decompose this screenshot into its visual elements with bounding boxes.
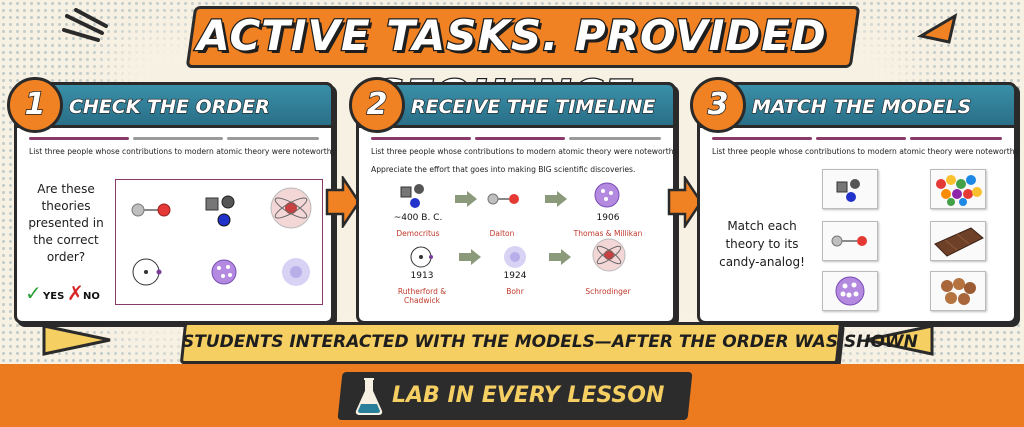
prompt-text: List three people whose contributions to… bbox=[712, 147, 1021, 156]
model-thumbnail[interactable] bbox=[822, 169, 878, 209]
page-title: ACTIVE TASKS. PROVIDED SEQUENCE. bbox=[196, 10, 827, 122]
atom-model-icon bbox=[831, 235, 867, 247]
panel-match-models: 3 MATCH THE MODELS List three people who… bbox=[690, 77, 1021, 324]
panel-check-order: 1 CHECK THE ORDER List three people whos… bbox=[7, 77, 338, 324]
no-label: NO bbox=[83, 291, 100, 302]
question-text: Are these theories presented in the corr… bbox=[28, 182, 104, 264]
arrow-right-icon bbox=[325, 176, 361, 228]
check-icon: ✓ bbox=[25, 281, 42, 305]
panel-title: RECEIVE THE TIMELINE bbox=[410, 95, 656, 118]
timeline-year: ~400 B. C. bbox=[393, 213, 443, 223]
starburst-icon bbox=[42, 324, 111, 356]
divider bbox=[712, 137, 812, 140]
caption-text: STUDENTS INTERACTED WITH THE MODELS—AFTE… bbox=[182, 332, 918, 352]
timeline-year: 1906 bbox=[596, 213, 620, 223]
atom-model-icon bbox=[836, 179, 860, 202]
timeline-year: 1913 bbox=[410, 271, 434, 281]
candy-icon bbox=[934, 227, 984, 257]
prompt-text: List three people whose contributions to… bbox=[29, 147, 338, 156]
timeline-name: Rutherford & Chadwick bbox=[397, 287, 447, 305]
divider bbox=[133, 137, 223, 140]
starburst-icon bbox=[865, 324, 934, 356]
starburst-icon bbox=[62, 8, 108, 42]
prompt-text: List three people whose contributions to… bbox=[371, 147, 680, 156]
prompt-text-secondary: Appreciate the effort that goes into mak… bbox=[371, 165, 636, 174]
match-instruction: Match each theory to its candy-analog! bbox=[719, 219, 805, 269]
timeline-graphic bbox=[400, 182, 626, 272]
atom-model-icon bbox=[131, 187, 312, 286]
panel-header bbox=[14, 82, 334, 128]
candy-thumbnail[interactable] bbox=[930, 221, 986, 261]
flask-icon bbox=[355, 378, 383, 415]
step-badge: 1 bbox=[7, 77, 63, 133]
timeline-name: Thomas & Millikan bbox=[573, 229, 643, 238]
divider bbox=[29, 137, 129, 140]
divider bbox=[910, 137, 1002, 140]
yes-label: YES bbox=[43, 291, 65, 302]
timeline-name: Bohr bbox=[506, 287, 524, 296]
candy-icon bbox=[941, 278, 976, 305]
candy-thumbnail[interactable] bbox=[930, 169, 986, 209]
divider bbox=[227, 137, 319, 140]
divider bbox=[816, 137, 906, 140]
candy-icon bbox=[936, 175, 982, 206]
divider bbox=[371, 137, 471, 140]
atom-model-icon bbox=[835, 276, 865, 306]
step-badge: 3 bbox=[690, 77, 746, 133]
timeline-name: Schrodinger bbox=[585, 287, 631, 296]
model-thumbnail[interactable] bbox=[822, 271, 878, 311]
footer-title: LAB IN EVERY LESSON bbox=[392, 383, 665, 408]
timeline-year: 1924 bbox=[503, 271, 527, 281]
panel-header bbox=[697, 82, 1017, 128]
panel-title: CHECK THE ORDER bbox=[68, 95, 270, 118]
panel-receive-timeline: 2 RECEIVE THE TIMELINE List three people… bbox=[349, 77, 680, 324]
candy-thumbnail[interactable] bbox=[930, 271, 986, 311]
timeline-name: Democritus bbox=[396, 229, 440, 238]
starburst-icon bbox=[916, 12, 958, 44]
model-thumbnail[interactable] bbox=[822, 221, 878, 261]
model-sequence-frame bbox=[115, 179, 323, 305]
step-badge: 2 bbox=[349, 77, 405, 133]
arrow-right-icon bbox=[667, 176, 703, 228]
timeline-name: Dalton bbox=[489, 229, 515, 238]
x-icon: ✗ bbox=[67, 281, 84, 305]
panel-title: MATCH THE MODELS bbox=[751, 95, 972, 118]
divider bbox=[475, 137, 565, 140]
divider bbox=[569, 137, 661, 140]
